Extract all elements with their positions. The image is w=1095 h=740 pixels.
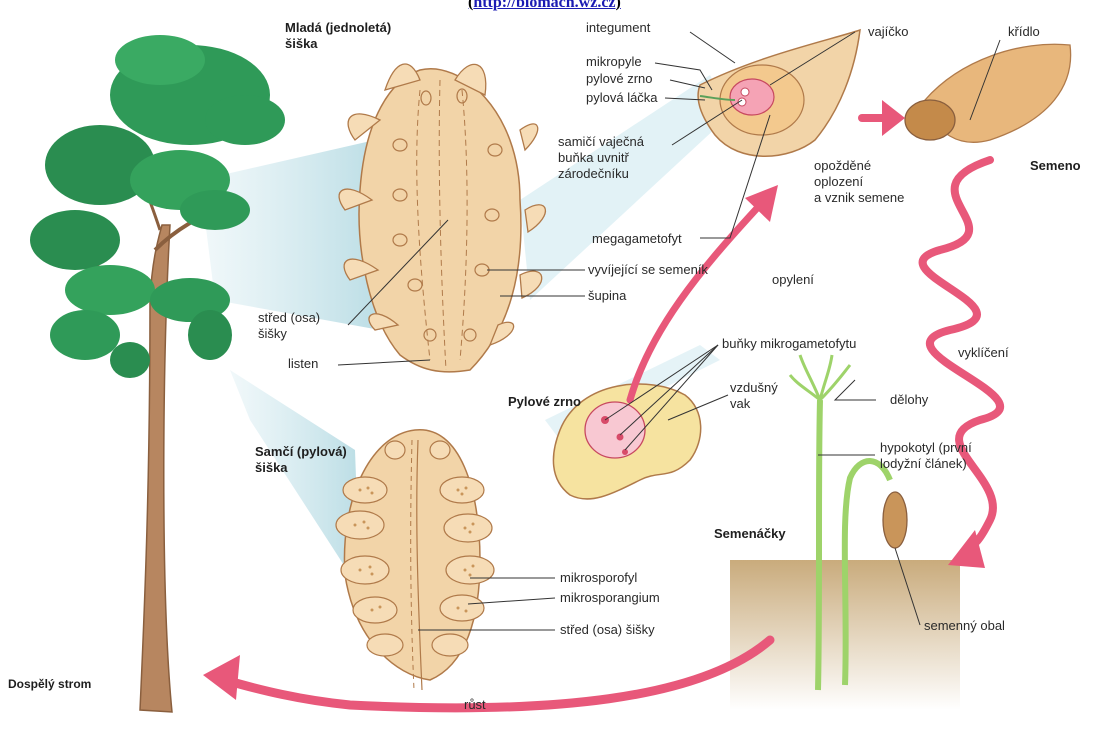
label-air-sac: vzdušný vak	[730, 380, 778, 412]
label-hypocotyl: hypokotyl (první lodyžní článek)	[880, 440, 972, 472]
winged-seed-illustration	[905, 44, 1071, 142]
label-megagametophyte: megagametofyt	[592, 231, 682, 247]
label-wing: křídlo	[1008, 24, 1040, 40]
label-male-cone-axis: střed (osa) šišky	[560, 622, 655, 638]
label-developing-seed: vyvíjející se semeník	[588, 262, 708, 278]
seed-title: Semeno	[1030, 158, 1081, 174]
label-pollen-grain: pylové zrno	[586, 71, 652, 87]
label-microgametophyte-cells: buňky mikrogametofytu	[722, 336, 856, 352]
label-ovule: vajíčko	[868, 24, 908, 40]
label-integument: integument	[586, 20, 650, 36]
link-text[interactable]: http://biomach.wz.cz	[473, 0, 615, 11]
label-seed-coat: semenný obal	[924, 618, 1005, 634]
seedlings-title: Semenáčky	[714, 526, 786, 542]
source-link[interactable]: (http://biomach.wz.cz)	[468, 0, 621, 12]
label-scale: šupina	[588, 288, 626, 304]
label-delayed-fertilization: opožděné oplození a vznik semene	[814, 158, 904, 206]
label-cotyledons: dělohy	[890, 392, 928, 408]
label-cone-axis: střed (osa) šišky	[258, 310, 320, 342]
pollen-grain-title: Pylové zrno	[508, 394, 581, 410]
adult-tree-illustration	[30, 35, 285, 712]
label-microsporophyll: mikrosporofyl	[560, 570, 637, 586]
label-micropyle: mikropyle	[586, 54, 642, 70]
label-germination: vyklíčení	[958, 345, 1009, 361]
label-egg-cell: samičí vaječná buňka uvnitř zárodečníku	[558, 134, 644, 182]
label-bract: listen	[288, 356, 318, 372]
male-cone-illustration	[336, 430, 494, 690]
label-growth: růst	[464, 697, 486, 713]
link-close-paren: )	[616, 0, 621, 11]
male-cone-title: Samčí (pylová) šiška	[255, 444, 347, 476]
label-microsporangium: mikrosporangium	[560, 590, 660, 606]
adult-tree-title: Dospělý strom	[8, 676, 91, 692]
label-pollination: opylení	[772, 272, 814, 288]
ovule-detail-illustration	[698, 30, 860, 156]
label-pollen-tube: pylová láčka	[586, 90, 658, 106]
young-cone-title: Mladá (jednoletá) šiška	[285, 20, 391, 52]
